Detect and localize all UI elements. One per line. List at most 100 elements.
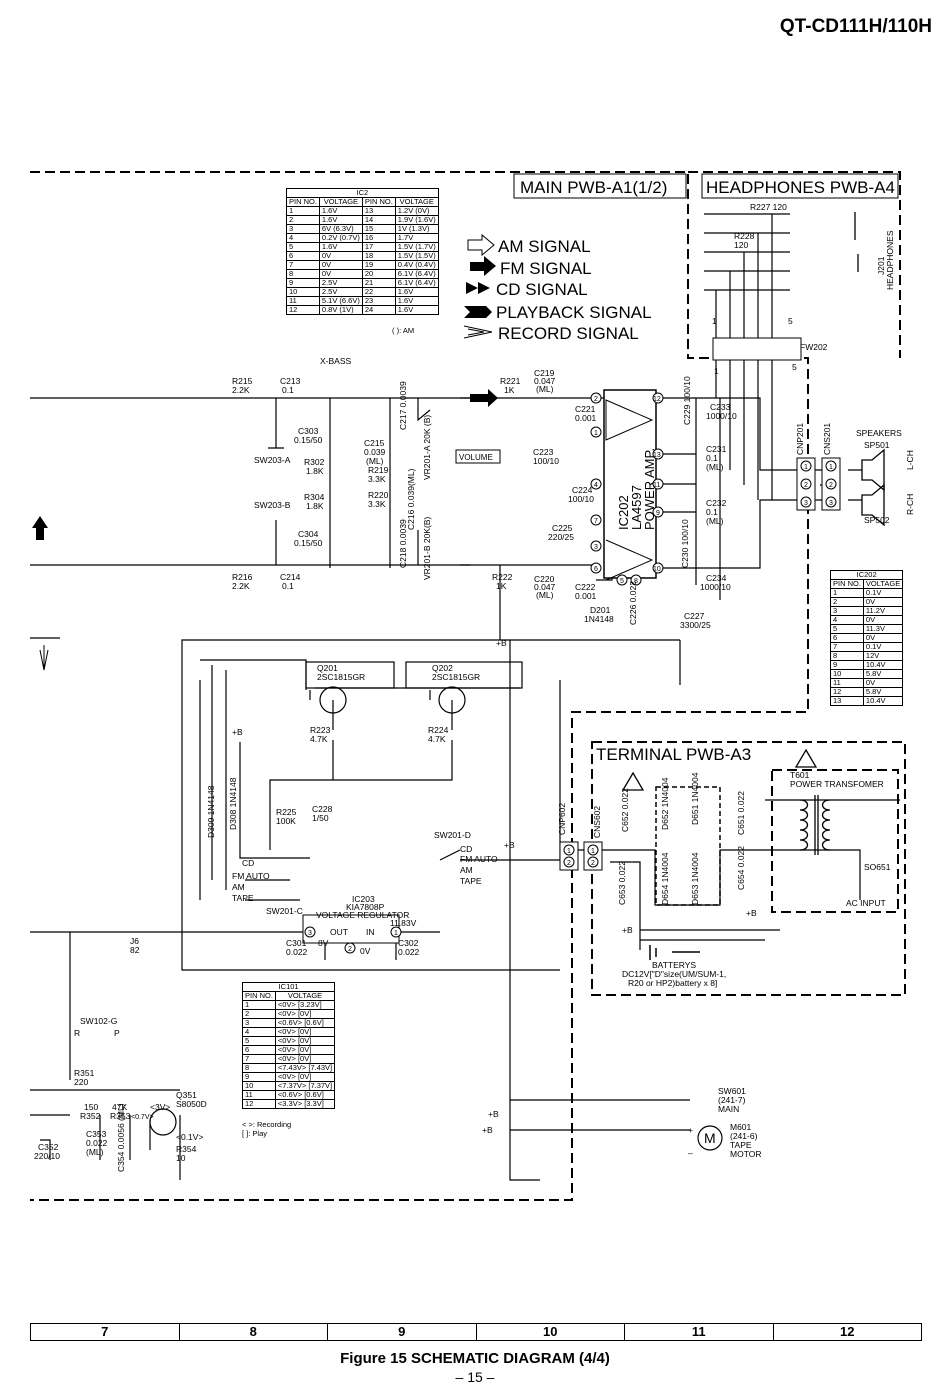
grid-column: 9 xyxy=(327,1324,476,1340)
svg-text:2: 2 xyxy=(567,860,571,867)
ic101-note-play: [ ]: Play xyxy=(242,1129,268,1138)
table-cell: 12 xyxy=(286,305,320,315)
sw102g-label: SW102-G xyxy=(80,1016,117,1026)
ic202-part: LA4597 xyxy=(629,485,644,530)
playback-up-arrow xyxy=(32,516,48,540)
c653-label: C653 0.022 xyxy=(617,861,627,905)
m601-ref: (241-6) xyxy=(730,1131,758,1141)
cd-signal-arrow xyxy=(466,282,490,294)
q201-transistor-icon xyxy=(319,686,347,714)
grid-column: 12 xyxy=(772,1324,922,1340)
svg-text:5: 5 xyxy=(620,578,624,585)
svg-text:10: 10 xyxy=(653,566,661,573)
m601-function-2: MOTOR xyxy=(730,1149,761,1159)
c213-label: C213 xyxy=(280,376,301,386)
transformer-box xyxy=(771,769,899,913)
sw201c-tape: TAPE xyxy=(232,893,254,903)
ic101-voltage-table: IC101 PIN NO. VOLTAGE 1<0V> [3.23V]2<0V>… xyxy=(241,982,336,1109)
speakers-label: SPEAKERS xyxy=(856,428,902,438)
figure-caption: Figure 15 SCHEMATIC DIAGRAM (4/4) xyxy=(340,1350,610,1367)
c233-label: C233 xyxy=(710,402,731,412)
sw601-label: SW601 xyxy=(718,1086,746,1096)
q202-transistor-icon xyxy=(438,686,466,714)
c224-label: C224 xyxy=(572,485,593,495)
r302-label: R302 xyxy=(304,457,325,467)
svg-text:1: 1 xyxy=(829,464,833,471)
r353-voltage: <0.7V> xyxy=(131,1114,154,1121)
diode-bridge-box xyxy=(655,786,721,906)
plus-b-label-2: +B xyxy=(232,727,243,737)
r215-value: 2.2K xyxy=(232,385,250,395)
playback-signal-arrow xyxy=(464,306,492,318)
r219-label: R219 xyxy=(368,465,389,475)
table-cell: 10.4V xyxy=(862,696,904,706)
c353-type: (ML) xyxy=(86,1147,104,1157)
grid-column: 10 xyxy=(475,1324,625,1340)
c302-value: 0.022 xyxy=(398,947,420,957)
sw201d-cd: CD xyxy=(460,844,472,854)
svg-text:3: 3 xyxy=(308,930,312,937)
grid-column: 7 xyxy=(101,1324,109,1339)
speaker-r-icon xyxy=(861,483,885,527)
q351-base-voltage: <3V> xyxy=(150,1102,170,1112)
table-cell: 1.6V xyxy=(394,305,439,315)
c304-label: C304 xyxy=(298,529,319,539)
d651-label: D651 1N4004 xyxy=(690,772,700,825)
c222-value: 0.001 xyxy=(575,591,597,601)
c654-label: C654 0.022 xyxy=(736,846,746,890)
motor-minus: – xyxy=(688,1148,693,1158)
fw-pin-1: 1 xyxy=(712,316,717,326)
d309-label: D309 1N4148 xyxy=(206,785,216,838)
r354-value: 10 xyxy=(176,1153,186,1163)
legend-record: RECORD SIGNAL xyxy=(498,324,639,343)
r216-label: R216 xyxy=(232,572,253,582)
warning-icon xyxy=(794,748,818,768)
ic203-part: KIA7808P xyxy=(346,902,385,912)
table-cell: 0.8V (1V) xyxy=(318,305,363,315)
table-cell: 12 xyxy=(242,1099,276,1109)
c217-label: C217 0.0039 xyxy=(398,381,408,430)
svg-text:3: 3 xyxy=(829,500,833,507)
plus-b-label: +B xyxy=(496,638,507,648)
fw-pin-1b: 1 xyxy=(714,366,719,376)
plus-b-label-4: +B xyxy=(746,908,757,918)
r224-label: R224 xyxy=(428,725,449,735)
r304-value: 1.8K xyxy=(306,501,324,511)
svg-text:1: 1 xyxy=(591,848,595,855)
c234-label: C234 xyxy=(706,573,727,583)
c223-label: C223 xyxy=(533,447,554,457)
c301-value: 0.022 xyxy=(286,947,308,957)
legend-playback: PLAYBACK SIGNAL xyxy=(496,303,652,322)
c222-label: C222 xyxy=(575,582,596,592)
c219-label: C219 xyxy=(534,368,555,378)
speaker-l-icon xyxy=(861,448,885,492)
ac-input-label: AC INPUT xyxy=(846,898,886,908)
page-number: – 15 – xyxy=(455,1369,495,1385)
sw201d-tape: TAPE xyxy=(460,876,482,886)
c232-label: C232 xyxy=(706,498,727,508)
c352-label: C352 xyxy=(38,1142,59,1152)
fw-pin-5: 5 xyxy=(788,316,793,326)
svg-text:3: 3 xyxy=(594,544,598,551)
svg-text:8: 8 xyxy=(634,578,638,585)
table-cell: 13 xyxy=(830,696,864,706)
ic202-block xyxy=(603,389,657,579)
q201-part: 2SC1815GR xyxy=(317,672,365,682)
r220-value: 3.3K xyxy=(368,499,386,509)
c303-label: C303 xyxy=(298,426,319,436)
ic101-note-recording: < >: Recording xyxy=(242,1120,292,1129)
warning-icon xyxy=(621,771,645,791)
rch-label: R-CH xyxy=(905,494,915,515)
r225-label: R225 xyxy=(276,807,297,817)
r353-label: R353 xyxy=(110,1111,131,1121)
c214-label: C214 xyxy=(280,572,301,582)
r225-value: 100K xyxy=(276,816,296,826)
sw203a-label: SW203-A xyxy=(254,455,291,465)
headphones-board-border xyxy=(688,171,901,358)
d201-part: 1N4148 xyxy=(584,614,614,624)
